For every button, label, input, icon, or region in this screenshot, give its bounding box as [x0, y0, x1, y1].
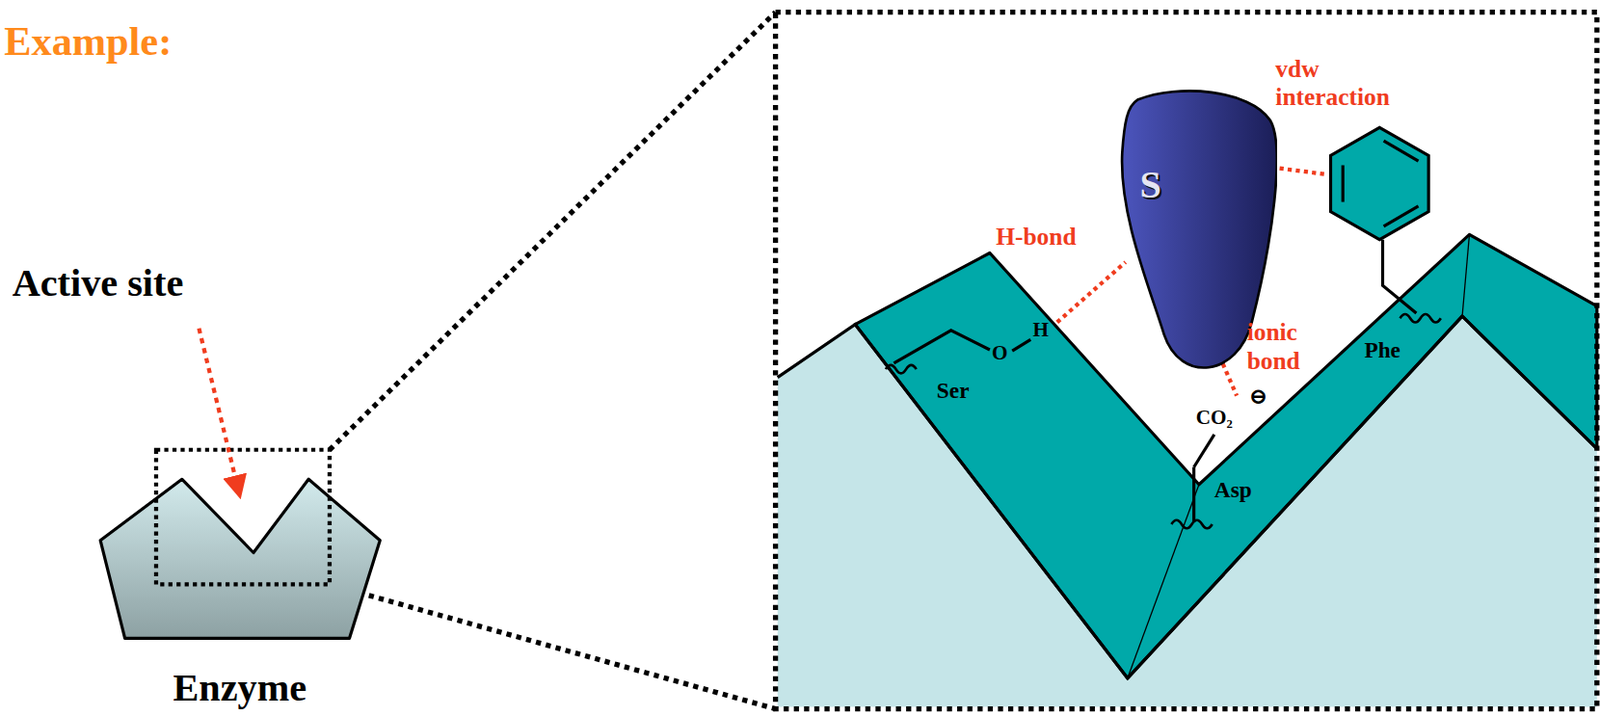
callout-label: Active site — [12, 261, 185, 306]
aspartate-side-chain — [1192, 467, 1196, 523]
backbone-attachment — [885, 365, 917, 374]
serine-side-chain — [893, 330, 990, 364]
phenyl-ring — [1331, 127, 1430, 240]
phenylalanine-side-chain — [1383, 240, 1417, 314]
h-bond-line — [1057, 262, 1126, 322]
bond-label: vdw interaction — [1275, 54, 1430, 111]
pointer-arrow — [198, 328, 238, 488]
diagram-title: Example: — [3, 18, 172, 66]
group-label: CO₂ — [1196, 405, 1233, 429]
charge-symbol: ⊖ — [1249, 383, 1269, 410]
bond-label: H-bond — [995, 222, 1076, 251]
zoom-line — [329, 12, 776, 451]
residue-name: Asp — [1214, 477, 1253, 504]
vdw-line — [1280, 168, 1328, 175]
node-label: Enzyme — [173, 666, 308, 711]
residue-name: Phe — [1363, 337, 1401, 364]
zoom-box — [775, 12, 1598, 710]
residue-name: Ser — [936, 377, 970, 404]
zoom-line — [329, 584, 776, 709]
node-label: S — [1140, 162, 1162, 208]
atom-label: H — [1032, 318, 1048, 342]
enzyme-shape: Enzyme — [97, 474, 383, 715]
bond-label: ionic bond — [1247, 318, 1335, 374]
atom-label: O — [991, 341, 1008, 365]
